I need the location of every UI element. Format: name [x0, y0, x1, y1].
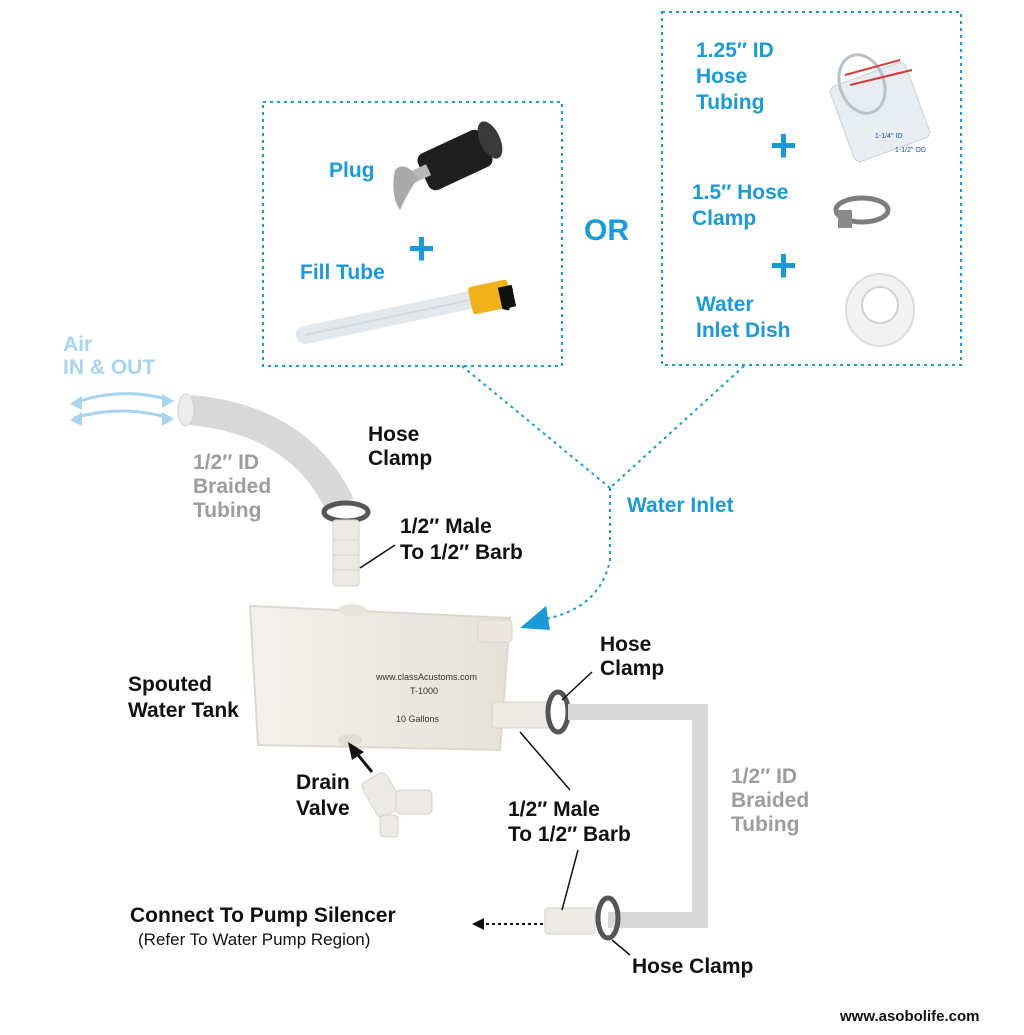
water-inlet-arrow [539, 488, 611, 621]
top-hose-clamp [321, 500, 371, 524]
hose-tubing-label-line2: Hose [696, 65, 748, 88]
right-tubing-label-line3: Tubing [731, 813, 800, 836]
hose-tubing-label-line1: 1.25″ ID [696, 39, 774, 62]
top-tubing-label-line3: Tubing [193, 499, 262, 522]
hose-mark-od: 1-1/2" OD [895, 147, 926, 154]
water-inlet-arrowhead [520, 606, 550, 630]
top-barb-fitting [332, 519, 360, 587]
plus-icon: + [408, 222, 435, 274]
right-clamp-label-line1: Hose [600, 633, 652, 656]
top-braided-tubing [188, 395, 354, 512]
connector-line-b [609, 365, 745, 489]
bottom-clamp-label: Hose Clamp [632, 955, 754, 978]
air-arrow-upper [73, 392, 171, 405]
tank-barb-fitting [491, 701, 551, 729]
top-tubing-label-line2: Braided [193, 475, 272, 498]
drain-valve-image [361, 772, 433, 838]
hose-tubing-label-line3: Tubing [696, 91, 765, 114]
tank-print-capacity: 10 Gallons [396, 714, 440, 724]
pump-silencer-subtitle: (Refer To Water Pump Region) [138, 930, 371, 949]
tank-label-line2: Water Tank [128, 699, 239, 722]
plus-icon: + [770, 239, 797, 291]
drain-valve-label-line2: Valve [296, 797, 350, 820]
hose-mark-id: 1-1/4" ID [875, 133, 902, 140]
hose-clamp-label-line1: 1.5″ Hose [692, 181, 789, 204]
footer-url: www.asobolife.com [840, 1008, 980, 1025]
top-barb-label-line2: To 1/2″ Barb [400, 541, 523, 564]
inlet-dish-image [845, 273, 915, 347]
plug-label: Plug [329, 159, 375, 182]
water-tank-image [248, 604, 513, 752]
plug-image [393, 121, 503, 210]
water-inlet-label: Water Inlet [627, 494, 734, 517]
right-clamp-label-line2: Clamp [600, 657, 665, 680]
lower-barb-fitting [544, 907, 596, 935]
or-label: OR [584, 214, 629, 247]
bottom-hose-clamp [595, 895, 621, 941]
lower-barb-label-line1: 1/2″ Male [508, 798, 600, 821]
top-clamp-label-line2: Clamp [368, 447, 433, 470]
connector-line-a [461, 365, 611, 489]
tank-print-url: www.classAcustoms.com [375, 672, 477, 682]
plus-icon: + [770, 119, 797, 171]
tank-print-model: T-1000 [410, 686, 438, 696]
inlet-dish-label-line1: Water [696, 293, 754, 316]
option-a-box [262, 101, 563, 367]
option-b-box [661, 11, 962, 366]
top-clamp-label-line1: Hose [368, 423, 420, 446]
right-braided-tubing [568, 704, 708, 928]
air-label-line2: IN & OUT [63, 356, 156, 379]
fill-tube-image [296, 279, 517, 344]
fill-tube-label: Fill Tube [300, 261, 385, 284]
hose-tubing-image [829, 53, 931, 163]
right-tubing-label-line1: 1/2″ ID [731, 765, 798, 788]
air-label-line1: Air [63, 333, 93, 356]
top-tubing-label-line1: 1/2″ ID [193, 451, 260, 474]
tank-label-line1: Spouted [128, 673, 212, 696]
inlet-dish-label-line2: Inlet Dish [696, 319, 791, 342]
hose-clamp-image [833, 195, 891, 228]
hose-clamp-label-line2: Clamp [692, 207, 757, 230]
air-arrow-lower [73, 409, 171, 420]
drain-valve-label-line1: Drain [296, 771, 350, 794]
right-tubing-label-line2: Braided [731, 789, 810, 812]
top-barb-label-line1: 1/2″ Male [400, 515, 492, 538]
pump-silencer-title: Connect To Pump Silencer [130, 904, 396, 927]
lower-barb-label-line2: To 1/2″ Barb [508, 823, 631, 846]
